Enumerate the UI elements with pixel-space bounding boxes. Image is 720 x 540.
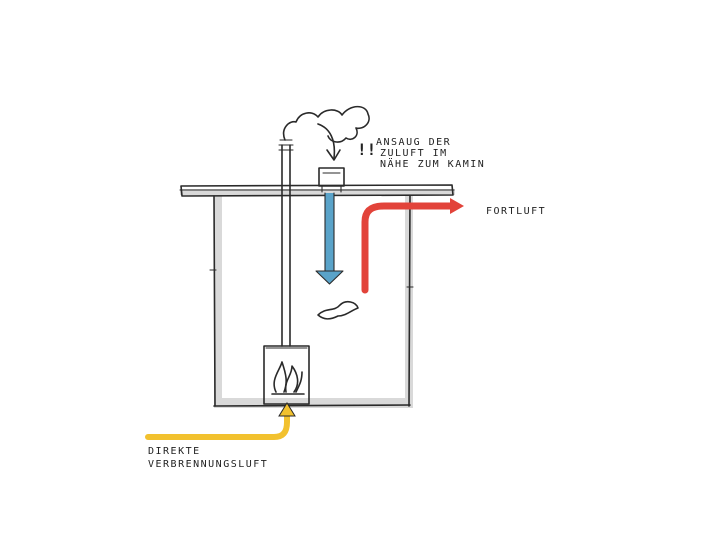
intake-label-line1: ANSAUG DER — [376, 137, 451, 148]
air-swirl-icon — [317, 300, 359, 320]
combustion-label: DIREKTE VERBRENNUNGSLUFT — [148, 446, 268, 470]
exhaust-air-arrow — [361, 198, 464, 294]
ceiling-slab — [179, 184, 455, 197]
floor-line — [213, 404, 411, 407]
combustion-label-line1: DIREKTE — [148, 446, 201, 457]
right-wall — [408, 195, 411, 407]
combustion-label-line2: VERBRENNUNGSLUFT — [148, 459, 268, 470]
intake-label-line2: ZULUFT IM — [380, 148, 448, 159]
intake-label-line3: NÄHE ZUM KAMIN — [380, 157, 485, 170]
chimney-flue — [278, 139, 294, 347]
ceiling-shadow — [180, 189, 455, 195]
intake-hint-arrow — [317, 123, 341, 161]
warning-mark: !! — [357, 140, 376, 159]
left-wall — [213, 195, 216, 407]
flame-icon — [271, 361, 305, 395]
warning-marks: !! — [357, 140, 376, 159]
combustion-air-arrow — [145, 402, 296, 440]
smoke-cloud-icon — [282, 105, 370, 143]
floor-shadow — [214, 398, 413, 408]
air-intake-vent — [318, 167, 345, 193]
stove — [263, 345, 310, 405]
supply-air-arrow — [315, 192, 344, 285]
room-outline — [209, 195, 414, 407]
exhaust-label: FORTLUFT — [486, 206, 546, 217]
left-wall-shadow — [214, 196, 222, 406]
wall-shadows — [180, 189, 455, 408]
intake-label: ANSAUG DER ZULUFT IM NÄHE ZUM KAMIN — [376, 137, 485, 170]
